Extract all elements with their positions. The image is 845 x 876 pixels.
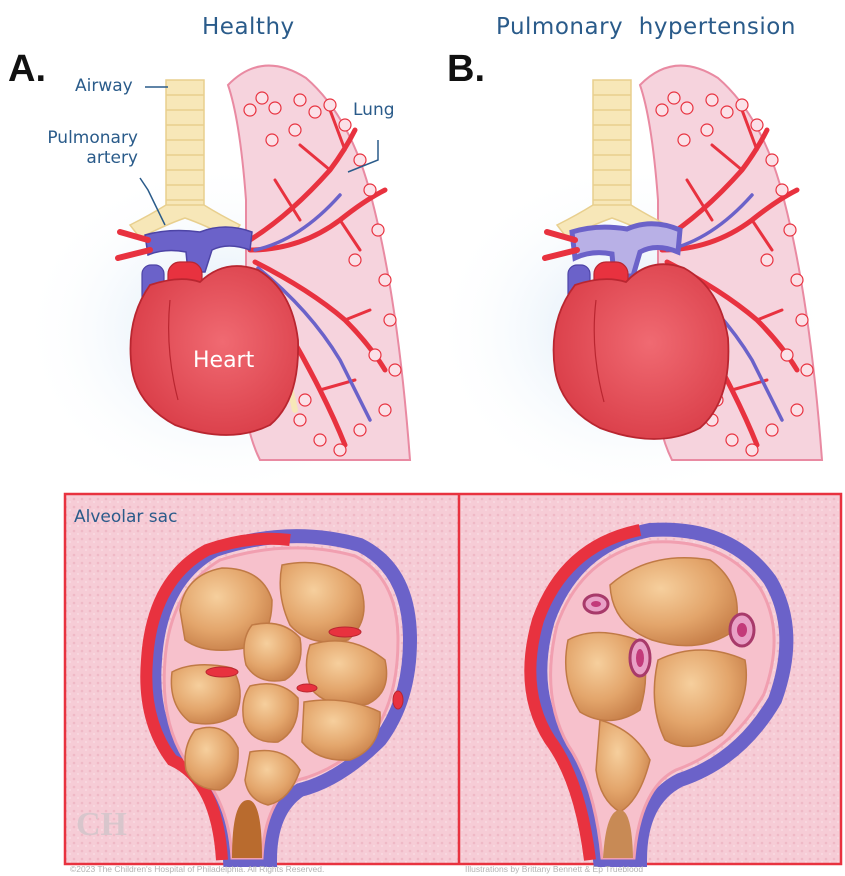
- chop-watermark-logo: CH: [76, 806, 127, 844]
- illustration-credit: Illustrations by Brittany Bennett & Ep T…: [465, 864, 643, 874]
- alveolar-sac-label: Alveolar sac: [74, 507, 177, 527]
- airway-label: Airway: [75, 76, 133, 96]
- alveolar-sac-panels: [65, 494, 841, 864]
- lung-label: Lung: [353, 100, 395, 120]
- panel-a-letter: A.: [8, 48, 46, 91]
- panel-b-letter: B.: [447, 48, 485, 91]
- panel-b-title: Pulmonary hypertension: [496, 14, 796, 40]
- heart-label: Heart: [193, 348, 254, 373]
- pulmonary-artery-label: Pulmonary artery: [30, 128, 138, 168]
- hypertension-lung-diagram: [432, 66, 832, 500]
- copyright-text: ©2023 The Children's Hospital of Philade…: [70, 864, 324, 874]
- panel-a-title: Healthy: [202, 14, 295, 40]
